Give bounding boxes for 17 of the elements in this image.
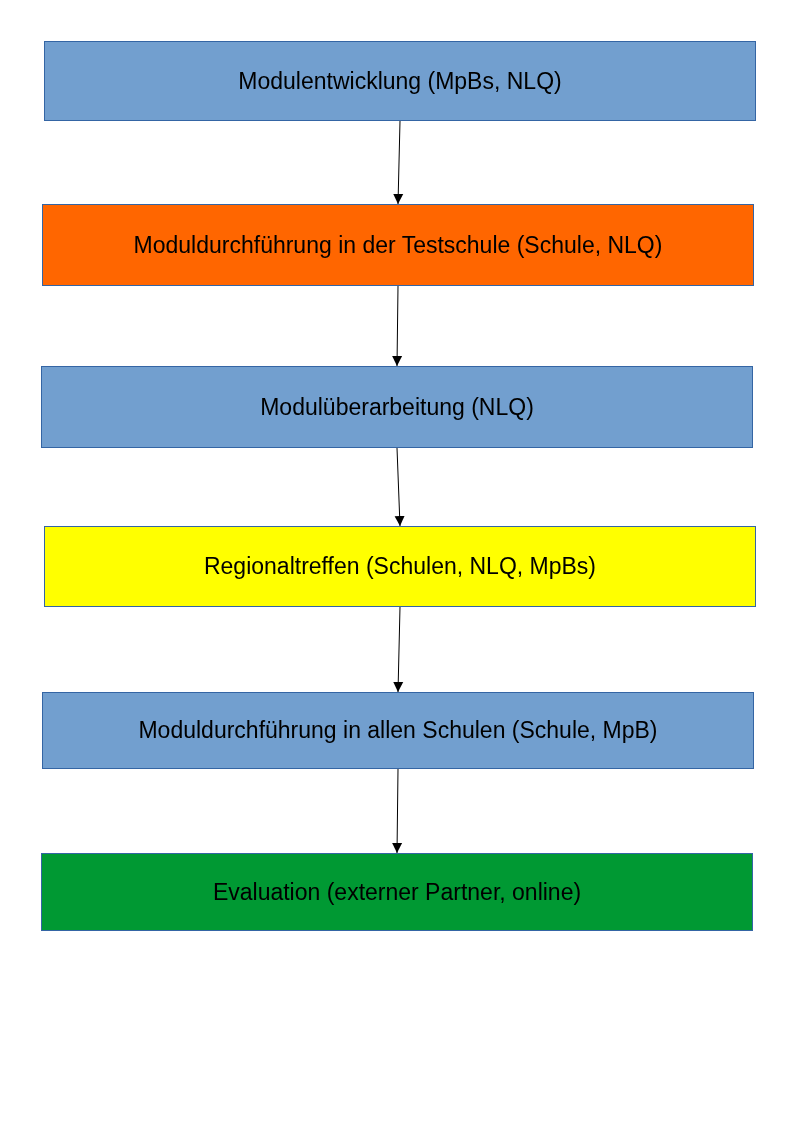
box-label: Moduldurchführung in der Testschule (Schule, NLQ)	[132, 231, 664, 259]
process-box	[42, 692, 754, 769]
arrow	[393, 606, 404, 693]
arrow	[393, 120, 404, 205]
process-box	[44, 41, 756, 121]
box-label: Regionaltreffen (Schulen, NLQ, MpBs)	[202, 553, 597, 580]
arrow	[392, 768, 403, 854]
box-label: Evaluation (externer Partner, online)	[211, 878, 583, 906]
box-label: Modulüberarbeitung (NLQ)	[259, 393, 535, 421]
arrow	[392, 285, 403, 367]
process-box	[41, 853, 753, 931]
arrow	[394, 447, 405, 527]
box-label: Moduldurchführung in allen Schulen (Schule, MpB)	[137, 717, 659, 744]
process-box	[42, 204, 754, 286]
process-box	[44, 526, 756, 607]
box-label: Modulentwicklung (MpBs, NLQ)	[237, 67, 563, 95]
process-box	[41, 366, 753, 448]
